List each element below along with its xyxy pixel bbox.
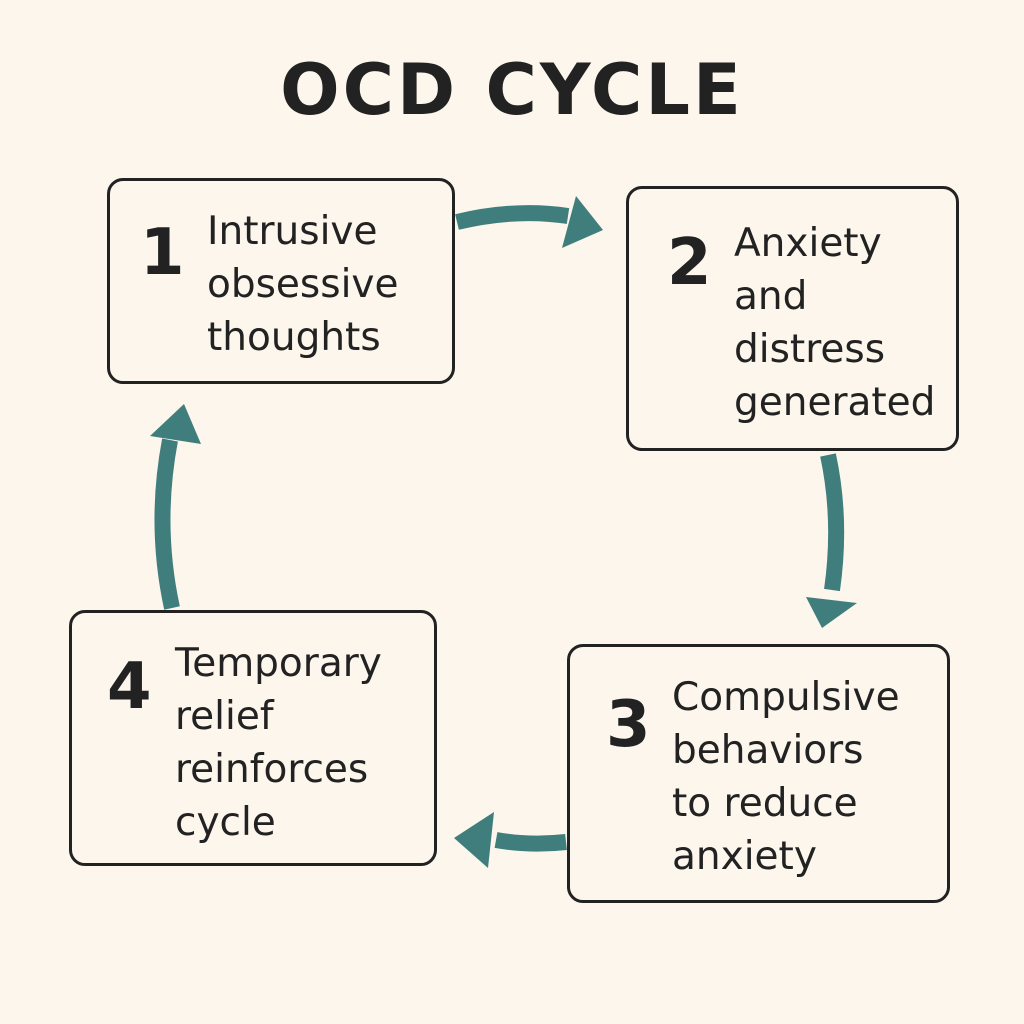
step-number-2: 2 <box>667 226 712 300</box>
arrowhead-2-to-3 <box>806 597 857 628</box>
step-box-3: 3 Compulsive behaviors to reduce anxiety <box>567 644 950 903</box>
step-number-3: 3 <box>606 688 651 762</box>
arrow-1-to-2 <box>455 205 570 230</box>
step-text-2: Anxiety and distress generated <box>734 221 936 425</box>
step-box-4: 4 Temporary relief reinforces cycle <box>69 610 437 866</box>
arrow-2-to-3 <box>820 453 845 592</box>
arrow-3-to-4 <box>494 832 567 852</box>
arrowhead-3-to-4 <box>454 812 494 868</box>
step-text-4: Temporary relief reinforces cycle <box>175 641 382 845</box>
arrowhead-1-to-2 <box>562 196 603 248</box>
step-text-1: Intrusive obsessive thoughts <box>207 209 399 360</box>
step-box-1: 1 Intrusive obsessive thoughts <box>107 178 455 384</box>
arrow-4-to-1 <box>154 438 180 610</box>
step-number-4: 4 <box>107 650 152 724</box>
step-number-1: 1 <box>140 216 185 290</box>
step-text-3: Compulsive behaviors to reduce anxiety <box>672 675 900 879</box>
page-title: OCD CYCLE <box>280 49 744 131</box>
arrowhead-4-to-1 <box>150 404 201 444</box>
step-box-2: 2 Anxiety and distress generated <box>626 186 959 451</box>
